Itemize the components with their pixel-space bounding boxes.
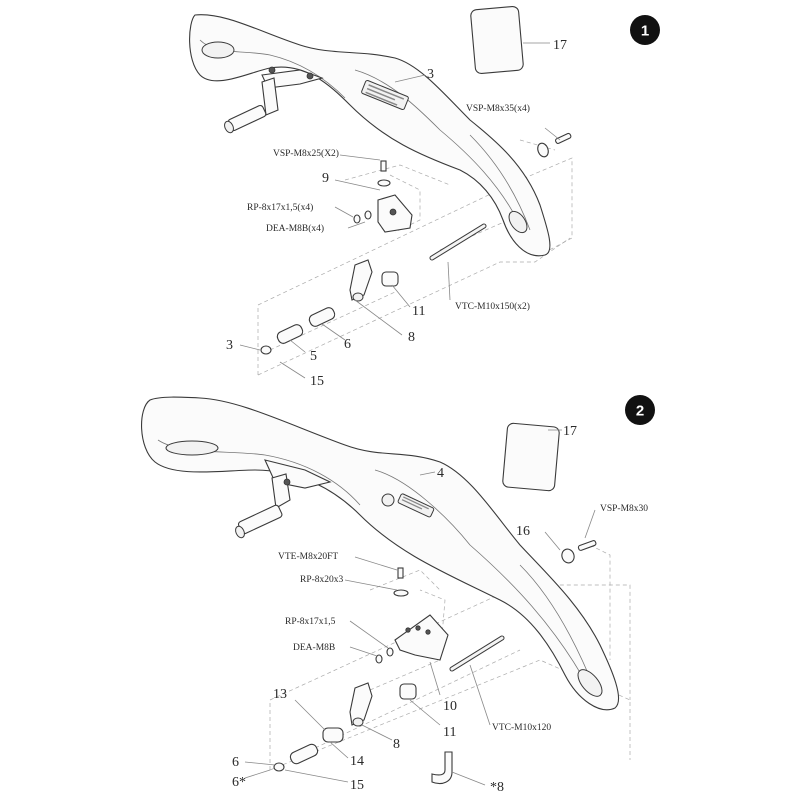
assembly-2-long-bolt: [449, 635, 505, 672]
assembly-1-long-bolt: [429, 223, 487, 261]
a2-label-8-star: *8: [490, 780, 504, 795]
assembly-2-leaders: [244, 471, 596, 786]
assembly-1-labels: 17 3 VSP-M8x35(x4) VSP-M8x25(X2) 9 RP-8x…: [226, 38, 567, 389]
a2-label-17: 17: [563, 424, 577, 439]
a1-label-15: 15: [310, 374, 324, 389]
assembly-1-lower-parts: [260, 259, 399, 355]
assembly-2-pad-17: [502, 422, 560, 492]
assembly-1-screw-washer-right: [537, 132, 572, 158]
a1-label-rp-8x17: RP-8x17x1,5(x4): [247, 202, 313, 213]
a2-label-vsp-m8x30: VSP-M8x30: [600, 504, 648, 514]
assembly-1-badge: 1: [630, 15, 660, 45]
a2-label-vte-m8x20ft: VTE-M8x20FT: [278, 552, 338, 562]
a2-label-rp-8x17: RP-8x17x1,5: [285, 617, 336, 627]
a1-label-8: 8: [408, 330, 415, 345]
a1-label-5: 5: [310, 349, 317, 364]
a2-label-15: 15: [350, 778, 364, 793]
a1-label-vsp-m8x35: VSP-M8x35(x4): [466, 103, 530, 114]
assembly-1: 1: [189, 5, 660, 389]
a1-label-9: 9: [322, 171, 329, 186]
a1-label-vtc-m10x150: VTC-M10x150(x2): [455, 301, 530, 312]
assembly-1-leaders: [239, 74, 561, 379]
assembly-2-badge: 2: [625, 395, 655, 425]
a1-label-11: 11: [412, 304, 425, 319]
assembly-1-pad-17: [470, 5, 524, 75]
a1-label-vsp-m8x25: VSP-M8x25(X2): [273, 148, 339, 159]
a2-label-8: 8: [393, 737, 400, 752]
assembly-2-lower-parts: [273, 682, 453, 785]
assembly-1-badge-number: 1: [641, 23, 649, 40]
a2-label-rp-8x20x3: RP-8x20x3: [300, 575, 344, 585]
assembly-2-bar-4: [141, 396, 620, 711]
a1-label-3: 3: [427, 67, 434, 82]
assembly-2-top-handle: [235, 459, 332, 539]
a2-label-6: 6: [232, 755, 239, 770]
a2-label-10: 10: [443, 699, 457, 714]
a2-label-14: 14: [350, 754, 364, 769]
a2-label-11: 11: [443, 725, 456, 740]
assembly-2-badge-number: 2: [636, 403, 644, 420]
assembly-1-bar-3: [189, 14, 551, 257]
assembly-2: 2: [141, 395, 655, 795]
assembly-2-bracket-10: [375, 567, 449, 664]
a2-label-6-star: 6*: [232, 775, 246, 790]
a1-label-17: 17: [553, 38, 567, 53]
assembly-2-screw-washer-right: [561, 540, 597, 564]
a2-label-13: 13: [273, 687, 287, 702]
assembly-2-labels: 17 4 16 VSP-M8x30 VTE-M8x20FT RP-8x20x3 …: [232, 424, 648, 795]
a1-label-dea-m8b: DEA-M8B(x4): [266, 223, 324, 234]
a2-label-16: 16: [516, 524, 530, 539]
assembly-1-bracket-9: [353, 160, 413, 233]
a2-label-4: 4: [437, 466, 444, 481]
a2-label-dea-m8b: DEA-M8B: [293, 643, 335, 653]
a1-label-6: 6: [344, 337, 351, 352]
a2-label-vtc-m10x120: VTC-M10x120: [492, 723, 551, 733]
assembly-1-top-handle: [224, 66, 324, 134]
a1-label-3b: 3: [226, 338, 233, 353]
